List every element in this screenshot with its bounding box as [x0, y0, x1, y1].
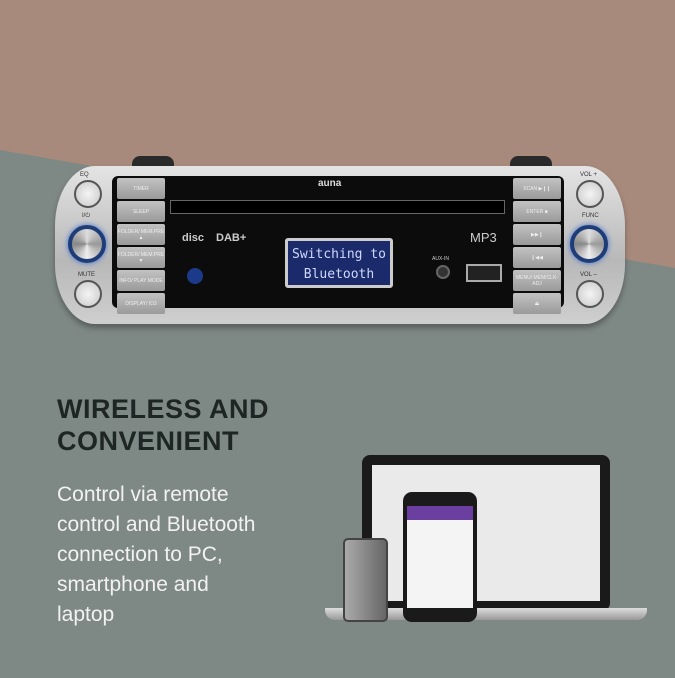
sleep-button[interactable]: SLEEP	[117, 201, 165, 222]
timer-button[interactable]: TIMER	[117, 178, 165, 199]
aux-in-jack[interactable]	[436, 265, 450, 279]
power-label: I/⏻	[82, 213, 91, 219]
aux-label: AUX-IN	[432, 256, 449, 262]
vol-down-button[interactable]	[576, 280, 604, 308]
cd-slot	[170, 200, 505, 214]
mute-button[interactable]	[74, 280, 102, 308]
description-line: laptop	[57, 603, 115, 626]
display-line: Switching to	[292, 247, 386, 262]
description-line: connection to PC,	[57, 543, 223, 566]
description: Control via remote control and Bluetooth…	[57, 480, 337, 630]
scan-play-button[interactable]: SCAN ▶❙❙	[513, 178, 561, 199]
remote-control	[343, 538, 388, 622]
display-id3-button[interactable]: DISPLAY/ ID3	[117, 293, 165, 314]
display-line: Bluetooth	[303, 267, 375, 282]
dab-logo: DAB+	[216, 232, 247, 244]
vol-down-label: VOL –	[580, 272, 597, 278]
smartphone	[403, 492, 477, 622]
eject-button[interactable]: ⏏	[513, 293, 561, 314]
eq-button[interactable]	[74, 180, 102, 208]
brand-logo: auna	[318, 178, 342, 189]
usb-port[interactable]	[466, 264, 502, 282]
func-label: FUNC	[582, 213, 599, 219]
info-playmode-button[interactable]: INFO/ PLAY MODE	[117, 270, 165, 291]
menu-button[interactable]: MENU/ MEM/CLK-ADJ	[513, 270, 561, 291]
headline-line: WIRELESS AND	[57, 394, 270, 424]
eq-label: EQ	[80, 172, 89, 178]
laptop-screen	[362, 455, 610, 611]
next-button[interactable]: ▶▶❙	[513, 224, 561, 245]
mute-label: MUTE	[78, 272, 95, 278]
func-knob[interactable]	[570, 225, 608, 263]
description-line: smartphone and	[57, 573, 209, 596]
mp3-logo: MP3	[470, 230, 497, 245]
bluetooth-icon	[187, 268, 203, 284]
description-line: control and Bluetooth	[57, 513, 256, 536]
power-knob[interactable]	[68, 225, 106, 263]
vol-up-label: VOL +	[580, 172, 597, 178]
enter-stop-button[interactable]: ENTER ■	[513, 201, 561, 222]
vol-up-button[interactable]	[576, 180, 604, 208]
description-line: Control via remote	[57, 483, 229, 506]
folder-up-button[interactable]: FOLDER/ MEM.PRE ▲	[117, 224, 165, 245]
lcd-display: Switching to Bluetooth	[285, 238, 393, 288]
disc-logo: disc	[182, 232, 205, 244]
folder-down-button[interactable]: FOLDER/ MEM.PRE ▼	[117, 247, 165, 268]
headline-line: CONVENIENT	[57, 426, 240, 456]
previous-button[interactable]: ❙◀◀	[513, 247, 561, 268]
